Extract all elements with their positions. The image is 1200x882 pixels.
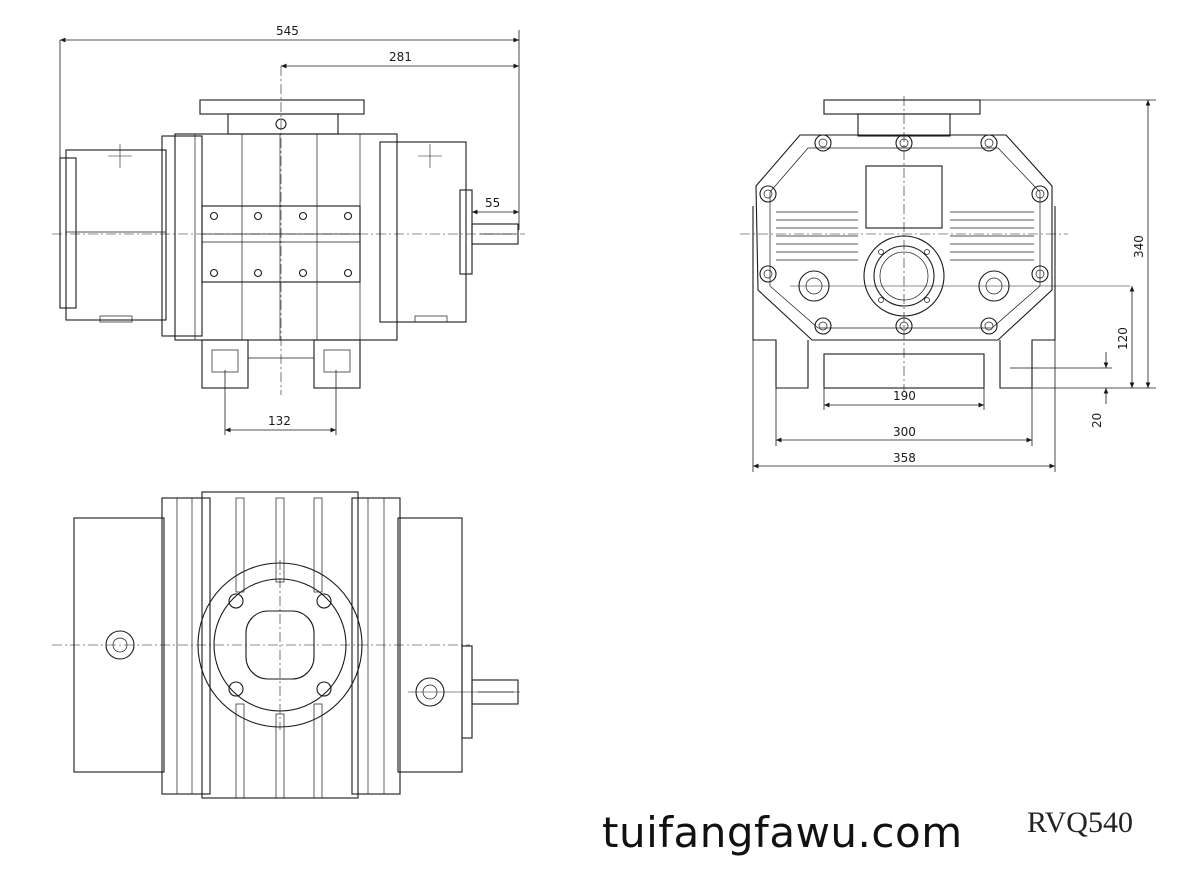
dimension-20: 20: [1010, 352, 1112, 428]
dimension-300: 300: [775, 388, 1033, 446]
end-view-bolts: [759, 134, 1049, 335]
model-label: RVQ540: [1027, 806, 1133, 839]
dim-545-label: 545: [276, 24, 299, 38]
top-view-ribs: [235, 497, 323, 799]
dim-300-label: 300: [893, 425, 916, 439]
dim-281-label: 281: [389, 50, 412, 64]
watermark-text: tuifangfawu.com: [602, 808, 963, 857]
dim-120-label: 120: [1116, 327, 1130, 350]
dimension-358: 358: [752, 340, 1056, 472]
dimension-281: 281: [281, 50, 519, 69]
dim-20-label: 20: [1090, 413, 1104, 428]
cooling-fins: [776, 211, 1034, 261]
flange-bolts: [228, 593, 332, 697]
dimension-120: 120: [1116, 286, 1135, 388]
bolts-top-row: [209, 211, 353, 278]
top-view: [52, 491, 520, 799]
dim-190-label: 190: [893, 389, 916, 403]
dim-132-label: 132: [268, 414, 291, 428]
dimension-190: 190: [823, 388, 985, 410]
dimension-55: 55: [471, 190, 519, 226]
side-view: 545 281 55 132: [52, 24, 525, 435]
dim-358-label: 358: [893, 451, 916, 465]
dimension-132: 132: [224, 370, 337, 435]
dim-55-label: 55: [485, 196, 500, 210]
dim-340-label: 340: [1132, 235, 1146, 258]
dimension-340: 340: [980, 99, 1156, 389]
end-view: 340 120 20 190 300 358: [740, 96, 1156, 472]
dimension-545: 545: [59, 24, 520, 230]
